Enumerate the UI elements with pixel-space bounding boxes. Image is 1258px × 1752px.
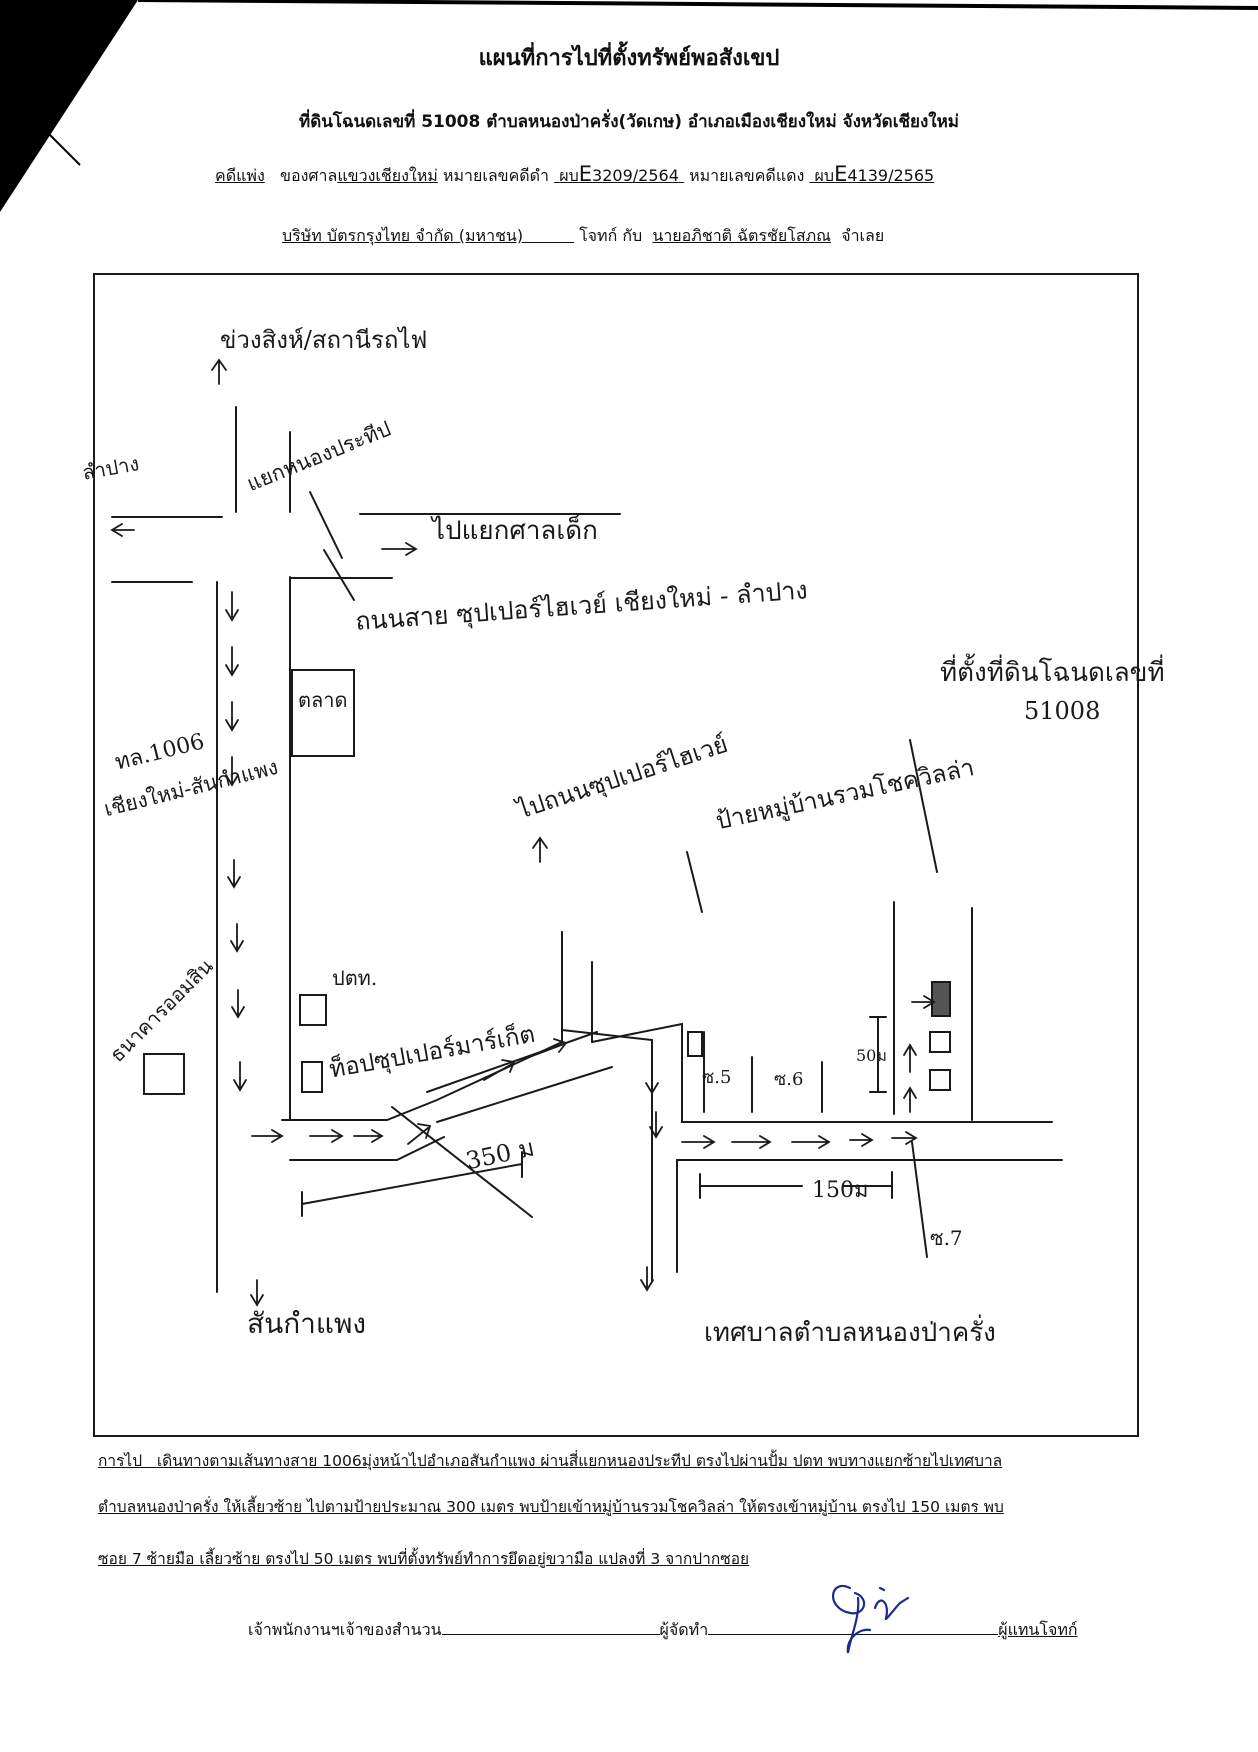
bank-box xyxy=(143,1053,185,1095)
label-to-sakulthai: ไปแยกศาลเด็ก xyxy=(432,516,598,546)
scan-corner-shadow xyxy=(0,0,1258,212)
map-drawing xyxy=(93,273,1139,1437)
distance-bar-350 xyxy=(301,1151,523,1217)
black-case-number: ผบE3209/2564 xyxy=(559,162,679,186)
distance-bar-50 xyxy=(869,1016,887,1093)
label-soi5: ซ.5 xyxy=(702,1067,732,1088)
road-edge xyxy=(436,1066,613,1123)
label-title-deed: ที่ตั้งที่ดินโฉนดเลขที่ xyxy=(940,658,1165,688)
defendant-label: จำเลย xyxy=(841,226,885,245)
road-edge xyxy=(591,1022,1053,1123)
label-soi7: ซ.7 xyxy=(930,1226,963,1250)
court-name: แขวงเชียงใหม่ xyxy=(337,166,438,185)
plaintiff-label: โจทก์ กับ xyxy=(579,226,643,245)
officer-label: เจ้าพนักงานฯเจ้าของสำนวน xyxy=(248,1620,442,1639)
label-top-road: ข่วงสิงห์/สถานีรถไฟ xyxy=(220,326,428,354)
location-map: ข่วงสิงห์/สถานีรถไฟ แยกหนองประทีป ลำปาง … xyxy=(80,272,1165,1440)
label-market: ตลาด xyxy=(298,688,348,712)
handwritten-signature xyxy=(832,1584,910,1654)
representative-label: ผู้แทนโจทก์ xyxy=(998,1620,1078,1639)
lot-box xyxy=(929,1069,951,1091)
directions-line-1: การไป เดินทางตามเส้นทางสาย 1006มุ่งหน้าไ… xyxy=(98,1452,1003,1470)
label-ptt: ปตท. xyxy=(332,966,378,990)
directions-line-3: ซอย 7 ซ้ายมือ เลี้ยวซ้าย ตรงไป 50 เมตร พ… xyxy=(98,1550,750,1568)
market-box xyxy=(291,669,355,757)
village-sign-post xyxy=(687,1031,703,1057)
land-title-line: ที่ดินโฉนดเลขที่ 51008 ตำบลหนองป่าครั่ง(… xyxy=(298,112,960,132)
label-dist-150: 150ม xyxy=(812,1178,869,1203)
parties-line: บริษัท บัตรกรุงไทย จำกัด (มหาชน) โจทก์ ก… xyxy=(282,224,884,249)
document-title: แผนที่การไปที่ตั้งทรัพย์พอสังเขป xyxy=(478,46,780,71)
directions-label: การไป xyxy=(98,1452,143,1470)
plaintiff-name: บริษัท บัตรกรุงไทย จำกัด (มหาชน) xyxy=(282,226,524,245)
lot-box xyxy=(929,1031,951,1053)
preparer-label: ผู้จัดทำ xyxy=(659,1620,709,1639)
court-label: ของศาล xyxy=(280,166,338,185)
case-line: คดีแพ่ง ของศาลแขวงเชียงใหม่ หมายเลขคดีดำ… xyxy=(215,162,934,189)
pointer-line xyxy=(309,491,343,559)
directions-line-2: ตำบลหนองป่าครั่ง ให้เลี้ยวซ้าย ไปตามป้าย… xyxy=(98,1498,1004,1516)
signature-row: เจ้าพนักงานฯเจ้าของสำนวน ผู้จัดทำ ผู้แทนโจ… xyxy=(248,1618,1078,1643)
map-frame xyxy=(93,273,1139,1437)
label-san-kamphaeng: สันกำแพง xyxy=(247,1307,367,1340)
pointer-line xyxy=(911,1141,928,1258)
pointer-line xyxy=(686,851,703,913)
pointer-line xyxy=(909,739,938,873)
ptt-box xyxy=(299,994,327,1026)
pointer-line xyxy=(323,549,355,601)
tops-box xyxy=(301,1061,323,1093)
case-type: คดีแพ่ง xyxy=(215,166,265,185)
soi-lines xyxy=(703,901,973,1121)
label-soi6: ซ.6 xyxy=(774,1069,804,1090)
label-dist-50: 50ม xyxy=(856,1046,887,1065)
defendant-name: นายอภิชาติ ฉัตรชัยโสภณ xyxy=(652,226,832,245)
route-arrows xyxy=(110,358,936,1307)
red-case-number: ผบE4139/2565 xyxy=(814,162,935,186)
label-municipality: เทศบาลตำบลหนองป่าครั่ง xyxy=(704,1318,996,1348)
black-no-label: หมายเลขคดีดำ xyxy=(442,166,550,185)
label-title-deed-number: 51008 xyxy=(1024,697,1101,725)
red-no-label: หมายเลขคดีแดง xyxy=(689,166,805,185)
target-lot xyxy=(931,981,951,1017)
road-edge xyxy=(289,1136,445,1161)
distance-bar-150 xyxy=(699,1171,893,1199)
